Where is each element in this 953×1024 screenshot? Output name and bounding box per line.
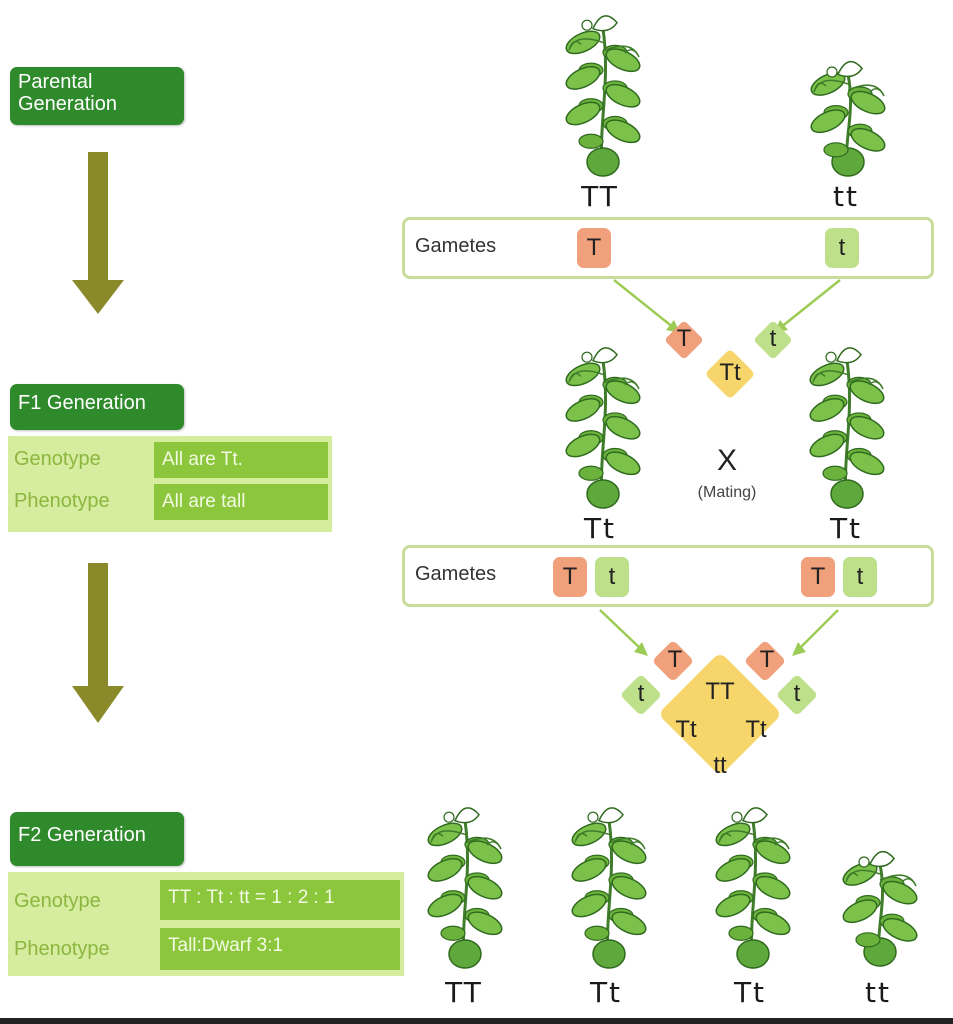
cross-symbol: X [716, 444, 737, 477]
gamete-2-right-recessive: t [843, 557, 877, 597]
parent-left-genotype: TT [581, 180, 619, 213]
f1-left-genotype: Tt [583, 512, 617, 545]
down-arrow-1 [72, 152, 124, 314]
gametes-box-2: Gametes T t T t [402, 545, 934, 607]
down-arrow-2 [72, 563, 124, 723]
f2-phenotype-value: Tall:Dwarf 3:1 [160, 928, 400, 970]
gametes-1-title: Gametes [415, 235, 497, 257]
punnett-square [621, 641, 817, 773]
f1-diamond-Tt: Tt [700, 344, 760, 404]
f1-genotype-key: Genotype [14, 448, 101, 470]
f2-plant-1-icon [427, 807, 503, 969]
f1-left-plant-icon [565, 347, 641, 509]
f2-genotype-value: TT : Tt : tt = 1 : 2 : 1 [160, 880, 400, 920]
gamete-arrows-1 [613, 279, 841, 333]
f1-diamond-Tt-text: Tt [719, 359, 741, 386]
f1-diamond-t: t [750, 317, 796, 363]
f1-phenotype-value: All are tall [154, 484, 328, 520]
f2-genotype-key: Genotype [14, 890, 101, 912]
punnett-mid-right-text: Tt [745, 716, 767, 743]
punnett-bottom-text: tt [713, 752, 727, 779]
f1-phenotype-key: Phenotype [14, 490, 110, 512]
f2-plant-4-icon [842, 850, 918, 967]
f1-info-table: Genotype All are Tt. Phenotype All are t… [8, 436, 332, 532]
f1-generation-text: F1 Generation [18, 392, 146, 414]
f2-phenotype-row: Phenotype Tall:Dwarf 3:1 [8, 926, 404, 972]
offspring-2-genotype: Tt [589, 976, 623, 1009]
parent-right-genotype: tt [833, 180, 859, 213]
punnett-top-left-cell [653, 641, 693, 681]
f2-plant-2-icon [571, 807, 647, 969]
punnett-left-cell [621, 675, 661, 715]
dwarf-plant-icon [810, 60, 886, 177]
punnett-top-right-cell [745, 641, 785, 681]
punnett-left-text: t [637, 680, 645, 707]
f2-phenotype-key: Phenotype [14, 938, 110, 960]
parental-generation-label: Parental Generation [10, 67, 184, 125]
f2-info-table: Genotype TT : Tt : tt = 1 : 2 : 1 Phenot… [8, 872, 404, 976]
f1-genotype-row: Genotype All are Tt. [8, 440, 332, 480]
parental-generation-text: Parental Generation [18, 71, 117, 115]
f1-genotype-value: All are Tt. [154, 442, 328, 478]
punnett-mid-left-text: Tt [675, 716, 697, 743]
punnett-right-cell [777, 675, 817, 715]
offspring-1-genotype: TT [445, 976, 483, 1009]
gamete-arrows-2 [599, 609, 839, 656]
punnett-top-left-text: T [667, 646, 683, 673]
gamete-1-dominant: T [577, 228, 611, 268]
punnett-yellow-block [661, 655, 779, 773]
f2-plant-3-icon [715, 807, 791, 969]
f2-genotype-row: Genotype TT : Tt : tt = 1 : 2 : 1 [8, 878, 404, 922]
gamete-2-right-dominant: T [801, 557, 835, 597]
f1-generation-label: F1 Generation [10, 384, 184, 430]
punnett-center-text: TT [705, 678, 735, 705]
gametes-2-title: Gametes [415, 563, 497, 585]
tall-plant-icon [565, 15, 641, 177]
f1-diamond-T: T [661, 317, 707, 363]
gamete-1-recessive: t [825, 228, 859, 268]
gamete-2-left-recessive: t [595, 557, 629, 597]
f2-generation-label: F2 Generation [10, 812, 184, 866]
mating-label: (Mating) [697, 484, 757, 501]
offspring-4-genotype: tt [865, 976, 891, 1009]
f1-diamond-t-text: t [769, 325, 777, 352]
punnett-right-text: t [793, 680, 801, 707]
gamete-2-left-dominant: T [553, 557, 587, 597]
offspring-3-genotype: Tt [733, 976, 767, 1009]
bottom-border [0, 1018, 953, 1024]
f1-right-plant-icon [809, 347, 885, 509]
f1-right-genotype: Tt [829, 512, 863, 545]
punnett-top-right-text: T [759, 646, 775, 673]
f1-diamond-T-text: T [676, 325, 692, 352]
f2-generation-text: F2 Generation [18, 824, 146, 846]
gametes-box-1: Gametes T t [402, 217, 934, 279]
f1-phenotype-row: Phenotype All are tall [8, 482, 332, 522]
